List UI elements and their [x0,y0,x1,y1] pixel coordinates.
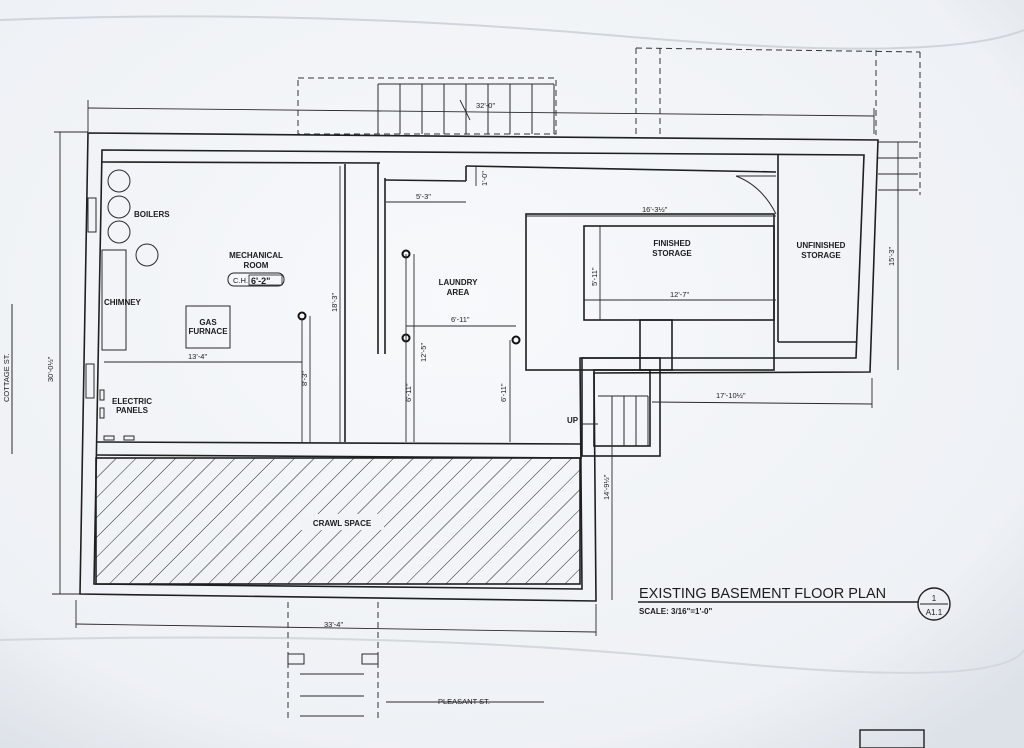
sheet-number: A1.1 [926,608,943,617]
laundry-walls [384,165,777,354]
label-gas-furnace-1: GAS [199,318,217,327]
drawing-title: EXISTING BASEMENT FLOOR PLAN [639,586,886,602]
detail-circle [917,587,951,621]
label-boilers: BOILERS [134,210,170,219]
boiler-symbols [107,169,159,267]
label-laundry-area-1: LAUNDRY [439,278,478,287]
stair [582,395,649,446]
detail-number: 1 [932,594,937,603]
label-electric-panels-1: ELECTRIC [112,397,152,406]
label-gas-furnace-2: FURNACE [188,327,228,336]
ceiling-height-value: 6'-2" [251,276,270,286]
dimension-text: 12'-5" [419,343,428,362]
label-finished-storage-2: STORAGE [652,249,692,258]
label-mechanical-room-1: MECHANICAL [229,251,283,260]
interior-dimension-lines [104,142,899,600]
storage-walls [525,154,856,457]
dimension-text: 33'-4" [324,620,343,629]
mechanical-room-walls [95,161,583,459]
upper-deck-outline [297,77,557,135]
dimension-text: 18'-3" [330,293,339,312]
dimension-text: 32'-0" [476,101,495,110]
dimension-text: 14'-9½" [602,474,611,500]
dimension-text: 6'-11" [499,383,508,402]
label-unfinished-storage-1: UNFINISHED [797,241,846,250]
label-crawl-space: CRAWL SPACE [313,519,372,528]
label-unfinished-storage-2: STORAGE [801,251,841,260]
ceiling-height-value-box [248,274,283,286]
dimension-text: 16'-3½" [642,205,668,214]
label-electric-panels-2: PANELS [116,406,149,415]
dimension-text: 8'-3" [300,371,309,386]
dimension-text: 6'-11" [451,315,470,324]
window-symbols [85,197,97,399]
gas-furnace-outline [185,305,231,349]
entry-walk [287,602,379,720]
dimension-text: 5'-11" [590,267,599,286]
street-label-cottage: COTTAGE ST. [2,353,11,402]
dimension-left-overall [52,131,88,595]
dimension-text: 6'-11" [404,383,413,402]
dimension-text: 12'-7" [670,290,689,299]
title-block-corner [859,729,925,748]
label-chimney: CHIMNEY [104,298,142,307]
paper-crease [0,636,1024,674]
electric-panel-symbols [99,389,135,441]
dimension-bottom-overall [75,600,597,636]
paper-crease [0,15,1024,50]
dimension-text: 1'-0" [480,171,489,186]
label-finished-storage-1: FINISHED [653,239,691,248]
chimney-outline [101,249,127,351]
dimension-text: 30'-0½" [46,356,55,382]
label-up: UP [567,416,579,425]
ceiling-height-box [227,272,285,287]
dimension-text: 17'-10½" [716,391,746,400]
label-laundry-area-2: AREA [447,288,470,297]
dimension-top-overall: 32'-0" [87,99,875,134]
street-label-pleasant: PLEASANT ST. [438,697,490,706]
drawing-scale: SCALE: 3/16"=1'-0" [639,607,713,616]
inner-wall [93,149,865,590]
dimension-text: 15'-3" [887,247,896,266]
ceiling-height-prefix: C.H. [233,276,248,285]
dimension-text: 13'-4" [188,352,207,361]
label-mechanical-room-2: ROOM [244,261,269,270]
porch-outline [635,47,921,195]
crawl-space-label-bg [300,514,384,530]
dimension-text: 5'-3" [416,192,431,201]
